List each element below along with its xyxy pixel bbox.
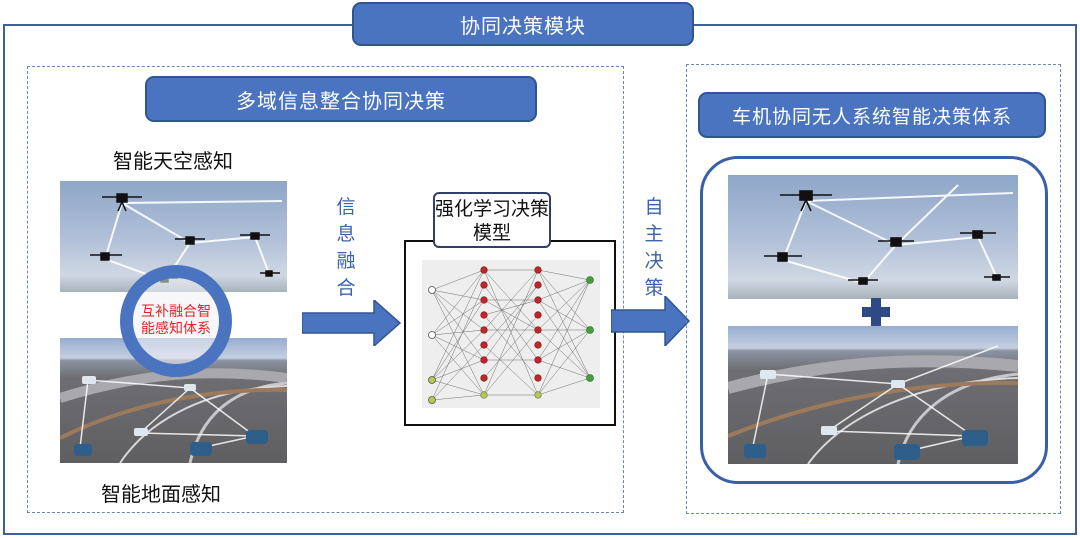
plus-icon <box>862 298 890 326</box>
right-panel <box>686 64 1061 514</box>
sky-perception-label: 智能天空感知 <box>113 149 233 173</box>
drone-icon <box>102 193 142 212</box>
arrow-right-icon <box>611 296 691 346</box>
left-panel <box>27 66 624 513</box>
module-title: 协同决策模块 <box>352 2 694 46</box>
model-box <box>404 240 616 426</box>
vehicle-network-image <box>728 326 1018 464</box>
model-box-title: 强化学习决策模型 <box>433 192 551 248</box>
left-panel-title: 多域信息整合协同决策 <box>145 76 537 122</box>
autonomous-decision-label: 自主决策 <box>644 196 664 299</box>
arrow-right-icon <box>302 300 402 346</box>
car-icon <box>82 376 196 436</box>
ground-perception-label: 智能地面感知 <box>101 482 221 506</box>
fusion-circle: 互补融合智能感知体系 <box>120 265 232 377</box>
neural-network-diagram <box>422 260 600 408</box>
ground-perception-image <box>60 338 287 463</box>
info-fusion-label: 信息融合 <box>336 196 356 299</box>
drone-swarm-image <box>728 175 1018 299</box>
fusion-circle-text: 互补融合智能感知体系 <box>141 304 211 337</box>
right-panel-title: 车机协同无人系统智能决策体系 <box>698 92 1046 138</box>
system-frame <box>700 156 1048 484</box>
